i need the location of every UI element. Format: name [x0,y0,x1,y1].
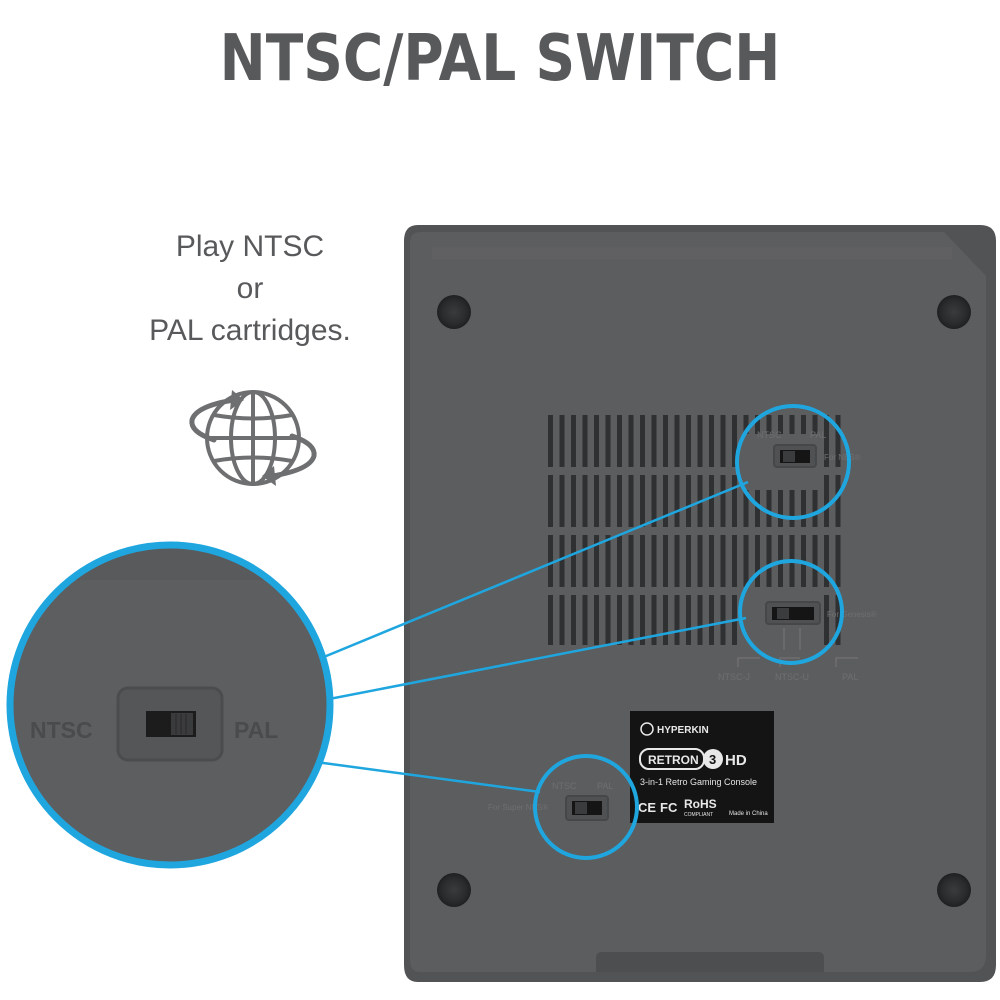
snes-switch[interactable]: NTSC PAL For Super NES® [488,781,613,821]
callout-circles [533,404,851,860]
logo-right: HD [725,752,747,769]
nes-switch[interactable]: NTSC PAL For NES® [757,430,861,468]
nes-pal-label: PAL [810,430,826,440]
logo-number-badge [703,749,723,769]
hyperkin-logo-icon [640,722,654,736]
genesis-system-label: For Genesis® [827,610,877,619]
product-subtitle: 3-in-1 Retro Gaming Console [640,777,757,787]
globe-arrows-icon [189,390,317,486]
ce-mark: CE [638,800,656,815]
callout-lines [301,480,749,794]
logo-number: 3 [709,752,716,767]
snes-pal-label: PAL [597,781,613,791]
product-label: HYPERKIN RETRON 3 HD 3-in-1 Retro Gaming… [630,711,774,823]
headline: NTSC/PAL SWITCH [219,22,781,96]
tagline-line-3: PAL cartridges. [149,314,351,347]
zoom-callout-ring [6,541,334,869]
zoom-ntsc-label: NTSC [30,717,93,743]
snes-ntsc-label: NTSC [552,781,577,791]
zoom-pal-label: PAL [234,717,278,743]
genesis-switch[interactable]: For Genesis® NTSC-J NTSC-U PAL [718,601,877,682]
logo-left: RETRON [648,753,699,767]
rohs-mark: RoHS [684,797,717,811]
tagline: Play NTSC or PAL cartridges. [110,226,390,352]
origin-label: Made in China [729,811,768,817]
genesis-ntsc-j-label: NTSC-J [718,672,750,682]
genesis-callout-circle [738,559,844,665]
tagline-line-2: or [236,272,264,305]
snes-system-label: For Super NES® [488,803,548,812]
genesis-pal-label: PAL [842,672,858,682]
brand-label: HYPERKIN [657,725,709,736]
tagline-line-1: Play NTSC [175,230,325,263]
nes-system-label: For NES® [824,453,861,462]
snes-callout-circle [533,754,639,860]
zoom-magnifier: NTSC PAL [6,541,334,869]
fcc-mark: FC [660,800,678,815]
genesis-ntsc-u-label: NTSC-U [775,672,809,682]
nes-callout-circle [735,404,851,520]
rohs-subtext: COMPLIANT [684,812,713,818]
nes-ntsc-label: NTSC [757,430,782,440]
rubber-feet [437,295,971,907]
